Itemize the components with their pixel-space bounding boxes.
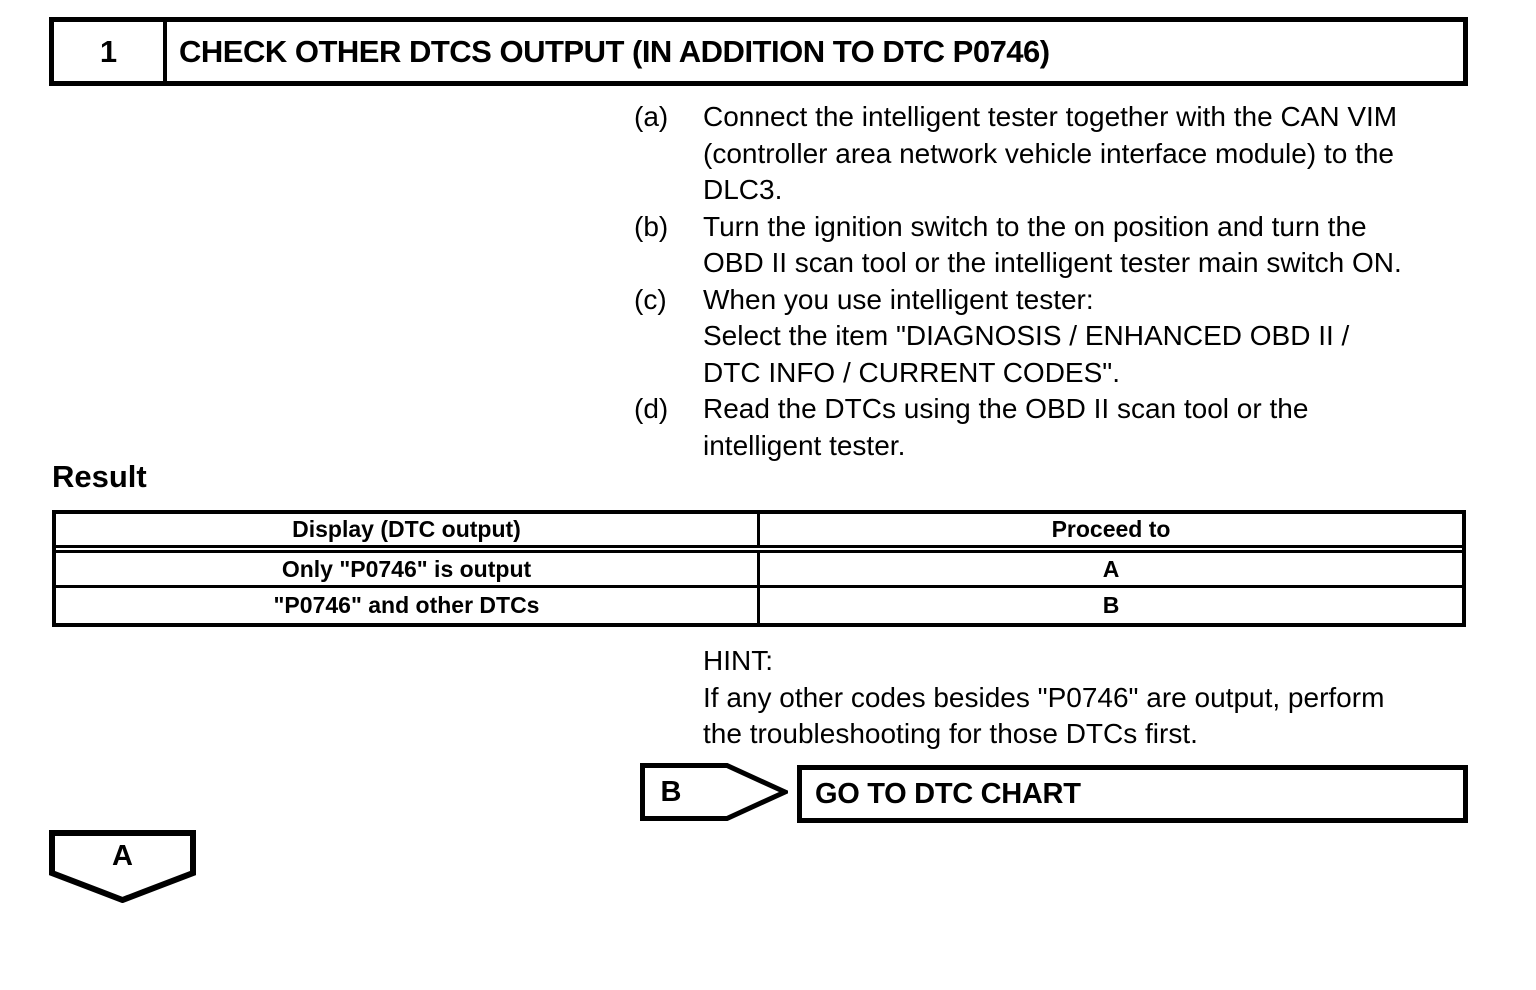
substep-line: Read the DTCs using the OBD II scan tool… [703,393,1309,424]
substep-a: (a) Connect the intelligent tester toget… [634,99,1402,209]
goto-dtc-chart-box: GO TO DTC CHART [797,765,1468,823]
hint-line: the troubleshooting for those DTCs first… [703,718,1198,749]
substep-label: (d) [634,393,669,424]
connector-a-label: A [112,840,133,872]
substep-line: intelligent tester. [703,429,906,461]
procedure-title: CHECK OTHER DTCS OUTPUT (IN ADDITION TO … [179,33,1050,69]
substep-line: Turn the ignition switch to the on posit… [703,210,1367,242]
connector-b-arrow-icon [640,763,788,821]
connector-a: A [49,830,196,903]
procedure-header-box: 1 CHECK OTHER DTCS OUTPUT (IN ADDITION T… [49,17,1468,86]
substep-line: Select the item "DIAGNOSIS / ENHANCED OB… [703,320,1350,351]
procedure-step-number: 1 [54,22,167,81]
substep-line: Connect the intelligent tester together … [703,101,1398,132]
substep-d: (d) Read the DTCs using the OBD II scan … [634,391,1402,464]
column-header-display: Display (DTC output) [56,514,760,545]
column-header-proceed: Proceed to [1051,516,1171,542]
substep-text: Connect the intelligent tester together … [703,99,1397,209]
connector-b: B [640,763,788,821]
hint-line: If any other codes besides "P0746" are o… [703,681,1385,713]
substep-text: Turn the ignition switch to the on posit… [703,209,1402,282]
substep-text: When you use intelligent tester: Select … [703,282,1349,392]
substeps-list: (a) Connect the intelligent tester toget… [634,99,1402,464]
result-table: Display (DTC output) Proceed to Only "P0… [52,510,1466,627]
substep-line: (controller area network vehicle interfa… [703,137,1395,169]
cell-proceed: A [1102,555,1120,582]
substep-line: DLC3. [703,174,783,205]
substep-b: (b) Turn the ignition switch to the on p… [634,209,1402,282]
substep-c: (c) When you use intelligent tester: Sel… [634,282,1402,392]
substep-line: When you use intelligent tester: [703,283,1094,315]
substep-line: OBD II scan tool or the intelligent test… [703,247,1402,278]
hint-block: HINT: If any other codes besides "P0746"… [703,643,1384,753]
connector-a-pentagon-icon [49,830,196,903]
hint-title: HINT: [703,645,773,676]
substep-label: (b) [634,210,669,242]
connector-b-label: B [660,775,682,808]
table-header-row: Display (DTC output) Proceed to [56,514,1462,553]
cell-display: Only "P0746" is output [56,553,760,585]
cell-display: "P0746" and other DTCs [56,588,760,623]
cell-proceed: B [1102,592,1120,618]
table-row: Only "P0746" is output A [56,553,1462,588]
substep-text: Read the DTCs using the OBD II scan tool… [703,391,1308,464]
substep-label: (c) [634,283,667,315]
result-heading: Result [52,459,147,494]
table-row: "P0746" and other DTCs B [56,588,1462,623]
substep-line: DTC INFO / CURRENT CODES". [703,356,1120,388]
substep-label: (a) [634,101,669,132]
